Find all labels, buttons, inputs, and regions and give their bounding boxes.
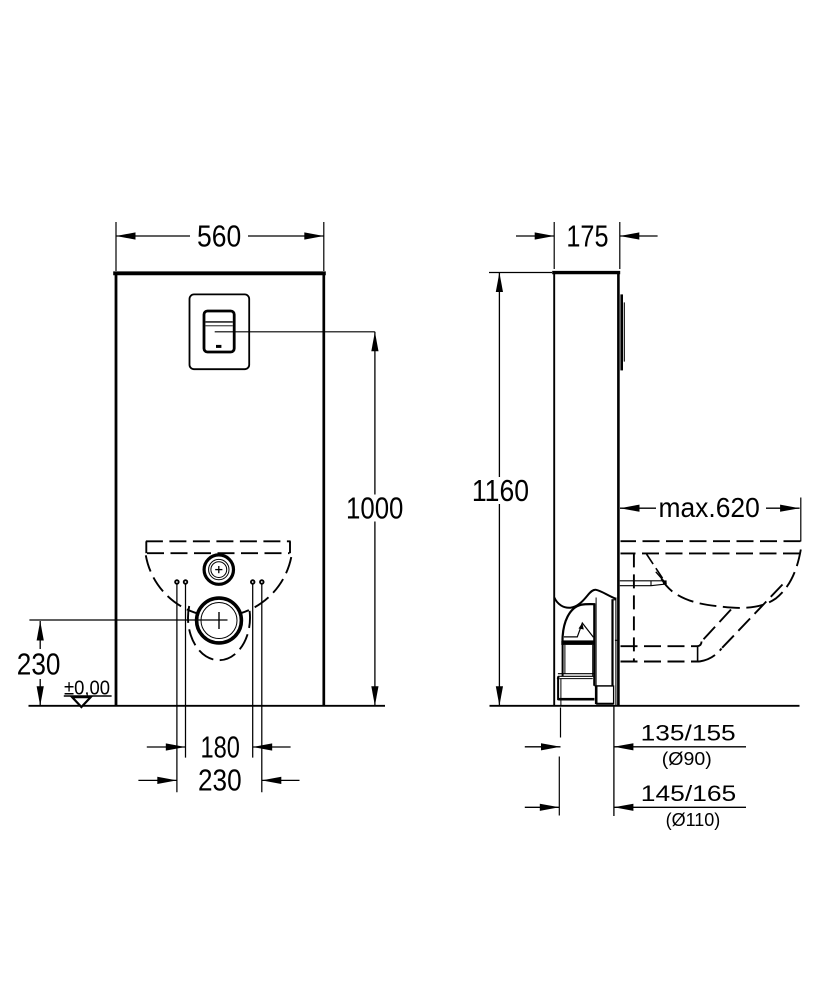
svg-text:135/155: 135/155 (641, 720, 736, 745)
svg-text:1160: 1160 (472, 474, 529, 508)
svg-text:180: 180 (201, 730, 240, 764)
svg-text:±0,00: ±0,00 (64, 677, 110, 699)
svg-text:145/165: 145/165 (641, 781, 736, 806)
svg-text:(Ø110): (Ø110) (666, 809, 721, 830)
svg-text:max.620: max.620 (659, 492, 760, 523)
svg-text:230: 230 (17, 647, 61, 681)
svg-text:(Ø90): (Ø90) (662, 748, 712, 769)
svg-text:230: 230 (198, 764, 242, 798)
svg-text:560: 560 (197, 219, 241, 253)
svg-text:175: 175 (566, 219, 608, 253)
svg-text:1000: 1000 (346, 491, 403, 525)
